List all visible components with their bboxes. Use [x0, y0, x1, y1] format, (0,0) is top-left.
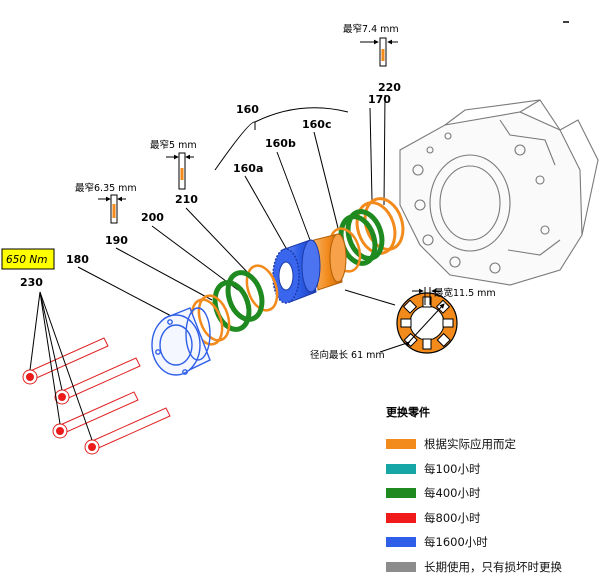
label-160: 160 [236, 103, 259, 116]
spline-ring-detail: 最宽11.5 mm 径向最长 61 mm [310, 287, 496, 361]
legend-item: 每400小时 [386, 481, 606, 506]
label-210: 210 [175, 193, 198, 206]
label-170: 170 [368, 93, 391, 106]
legend-swatch-teal [386, 463, 416, 474]
legend-swatch-gray [386, 561, 416, 572]
legend-label: 每800小时 [424, 510, 481, 525]
legend-label: 根据实际应用而定 [424, 437, 516, 452]
dim-min-210: 最窄5 mm [150, 139, 197, 151]
gauge-190: 最窄6.35 mm [75, 182, 137, 224]
disc-210-green [225, 270, 265, 322]
gearbox-housing [399, 99, 599, 286]
gauge-220: 最窄7.4 mm [343, 23, 399, 67]
bolt-leader-lines [29, 291, 93, 441]
callout-160: 160 [214, 103, 349, 171]
label-230: 230 [20, 276, 43, 289]
label-200: 200 [141, 211, 164, 224]
legend-swatch-orange [386, 439, 416, 450]
gauge-210: 最窄5 mm [150, 139, 197, 190]
label-220: 220 [378, 81, 401, 94]
hub-160-assembly [272, 233, 347, 304]
label-160a: 160a [233, 162, 263, 175]
torque-value: 650 Nm [6, 254, 47, 266]
label-160b: 160b [265, 137, 296, 150]
replacement-legend: 更换零件 根据实际应用而定 每100小时 每400小时 每800小时 每1600… [386, 404, 606, 579]
legend-label: 每400小时 [424, 486, 481, 501]
legend-label: 每100小时 [424, 461, 481, 476]
legend-item: 每800小时 [386, 506, 606, 531]
dim-min-220: 最窄7.4 mm [343, 23, 399, 35]
legend-item: 每100小时 [386, 457, 606, 482]
dim-min-190: 最窄6.35 mm [75, 182, 137, 194]
bolts-230-red [22, 337, 171, 455]
legend-title: 更换零件 [386, 406, 430, 419]
piston-180-blue [151, 307, 211, 376]
legend-swatch-green [386, 488, 416, 499]
ring-160a-orange [245, 264, 279, 312]
dim-radial-max: 径向最长 61 mm [310, 349, 385, 361]
legend-label: 每1600小时 [424, 535, 488, 550]
legend-item: 根据实际应用而定 [386, 432, 606, 457]
legend-item: 每1600小时 [386, 530, 606, 555]
dim-max-width: 最宽11.5 mm [434, 287, 496, 299]
legend-swatch-blue [386, 537, 416, 548]
ring-220-orange [355, 197, 405, 255]
legend-swatch-red [386, 512, 416, 523]
legend-label: 长期使用，只有损坏时更换 [424, 559, 562, 574]
leader-lines [77, 94, 386, 319]
label-160c: 160c [302, 118, 331, 131]
label-190: 190 [105, 234, 128, 247]
legend-item: 长期使用，只有损坏时更换 [386, 555, 606, 580]
label-180: 180 [66, 253, 89, 266]
torque-badge: 650 Nm [1, 248, 55, 270]
